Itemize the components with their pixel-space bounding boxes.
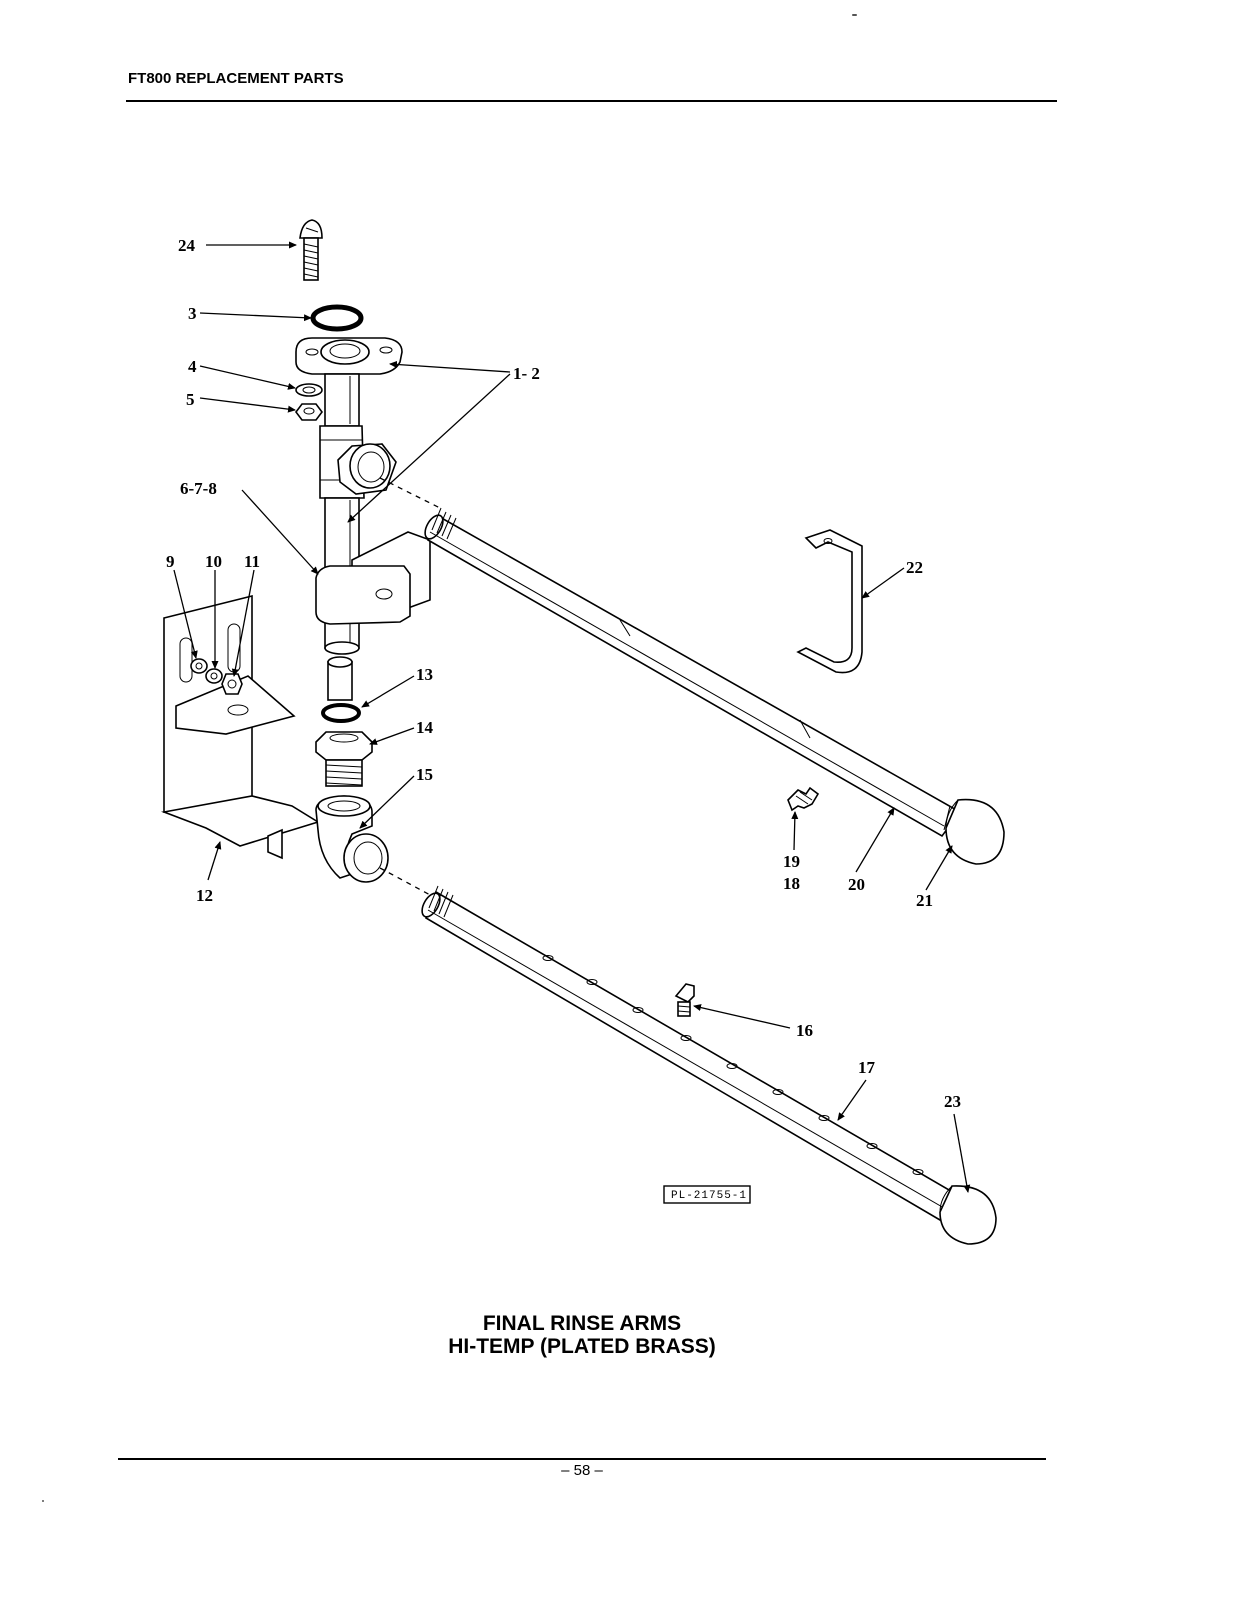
hanger-bracket-part-22	[796, 529, 863, 674]
callout-18: 18	[783, 874, 800, 893]
callout-13: 13	[416, 665, 433, 684]
footer-rule	[118, 1458, 1046, 1460]
drawing-number: PL-21755-1	[671, 1190, 747, 1202]
callout-20: 20	[848, 875, 865, 894]
assembly-line-upper	[379, 477, 441, 509]
callout-10: 10	[205, 552, 222, 571]
callout-24: 24	[178, 236, 196, 255]
washer-part-9	[190, 658, 208, 674]
callout-5: 5	[186, 390, 195, 409]
nut-part-5	[295, 403, 323, 421]
callout-3: 3	[188, 304, 197, 323]
callout-6-7-8: 6-7-8	[180, 479, 217, 498]
callout-4: 4	[188, 357, 197, 376]
page-header-title: FT800 REPLACEMENT PARTS	[128, 70, 344, 87]
scan-speck	[42, 1500, 44, 1502]
page-number: – 58 –	[561, 1462, 603, 1479]
lock-washer-part-10	[205, 668, 223, 684]
lower-rinse-arm-part-17	[421, 885, 958, 1222]
callout-21: 21	[916, 891, 933, 910]
diagram-caption-line1: FINAL RINSE ARMS	[482, 1312, 682, 1335]
nozzle-part-16	[674, 983, 695, 1017]
callout-17: 17	[858, 1058, 876, 1077]
callout-leader-lines	[173, 241, 971, 1193]
upper-rinse-arm-part-20	[424, 507, 962, 838]
nozzle-part-18-19	[787, 786, 820, 812]
end-cap-part-23	[939, 1185, 997, 1245]
o-ring-part-13	[321, 703, 361, 723]
header-rule	[126, 100, 1057, 102]
callout-23: 23	[944, 1092, 961, 1111]
assembly-line-lower	[379, 867, 433, 897]
nipple-part-13	[321, 656, 361, 723]
callout-11: 11	[244, 552, 260, 571]
scan-speck	[852, 14, 857, 16]
callout-12: 12	[196, 886, 213, 905]
clamp-bracket-part-6-7-8	[315, 531, 431, 625]
callout-16: 16	[796, 1021, 813, 1040]
callout-1-2: 1- 2	[513, 364, 540, 383]
support-bracket-part-12	[161, 594, 320, 860]
nut-part-11	[221, 673, 243, 695]
washer-part-4	[295, 383, 323, 397]
callout-9: 9	[166, 552, 175, 571]
hex-bushing-part-14	[315, 731, 373, 787]
callout-15: 15	[416, 765, 433, 784]
drawing-number-box	[663, 1185, 751, 1204]
callout-22: 22	[906, 558, 923, 577]
end-cap-part-21	[943, 798, 1005, 865]
callout-19: 19	[783, 852, 800, 871]
elbow-part-15	[315, 795, 389, 883]
o-ring-part-3	[310, 304, 364, 332]
screw-part-24	[299, 219, 323, 281]
callout-14: 14	[416, 718, 434, 737]
diagram-caption-line2: HI-TEMP (PLATED BRASS)	[448, 1335, 716, 1358]
